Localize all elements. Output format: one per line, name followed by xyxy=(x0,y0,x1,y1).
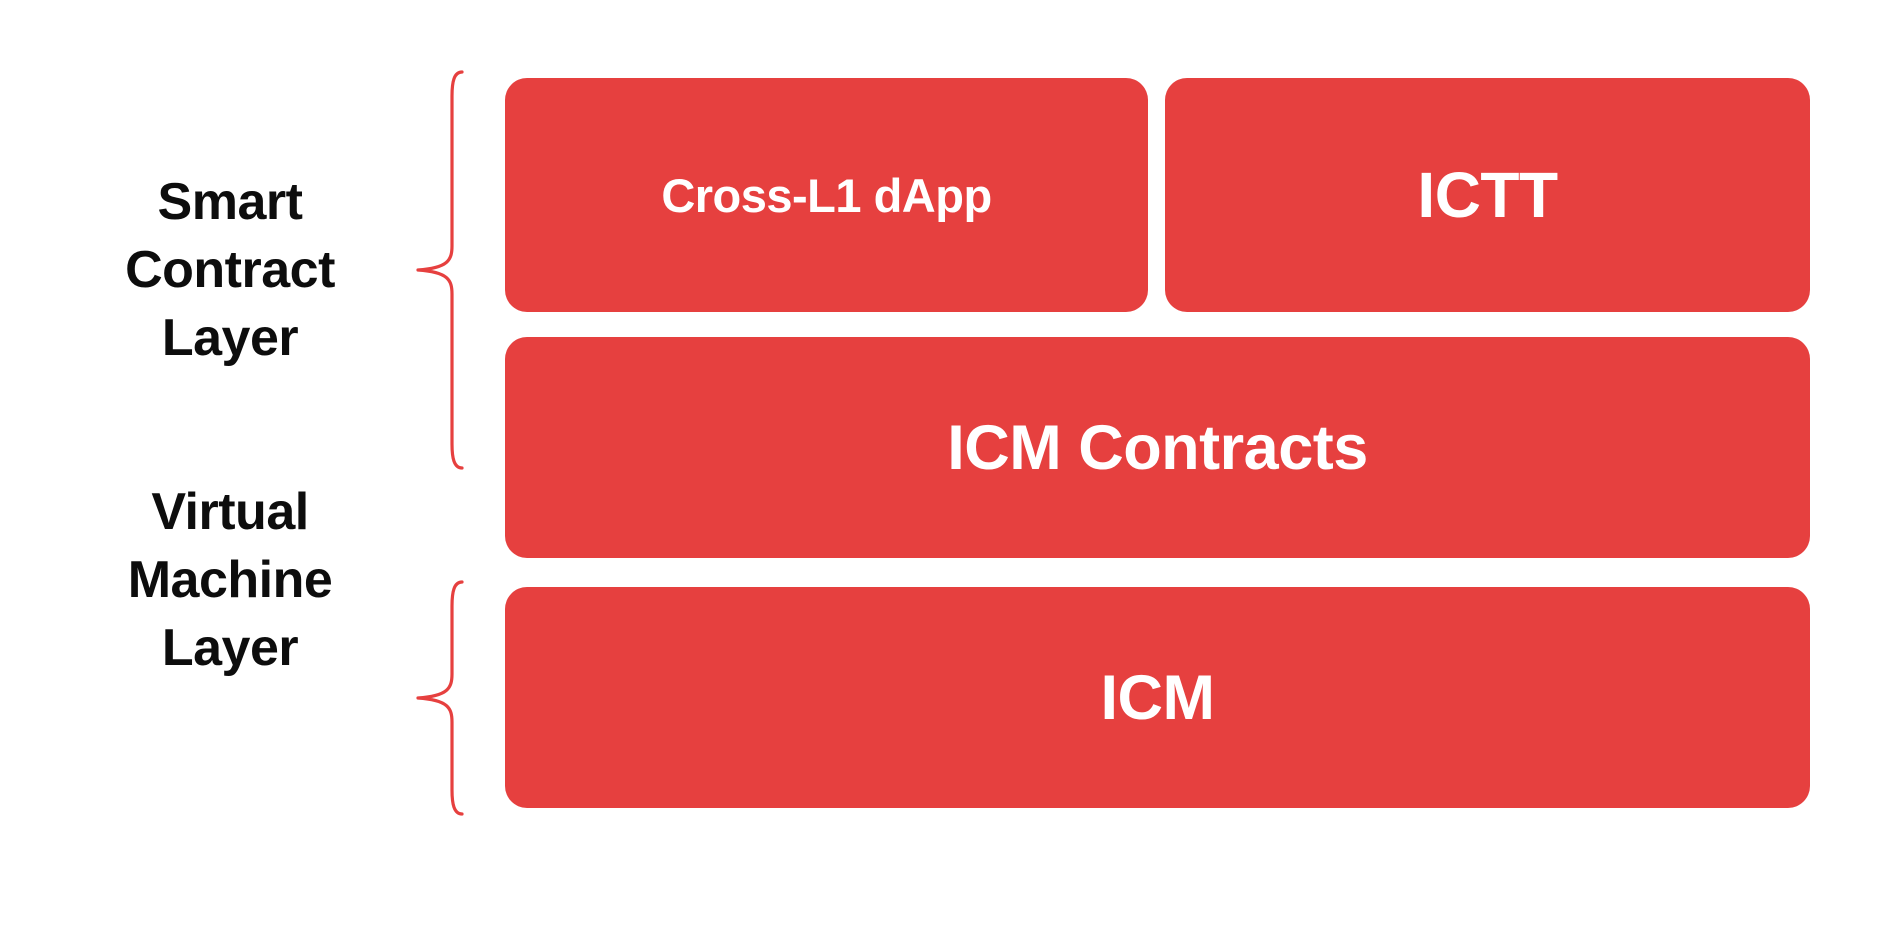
component-box-label: Cross-L1 dApp xyxy=(661,168,992,222)
layer-label-smart-contract: Smart Contract Layer xyxy=(125,173,335,367)
component-box-cross-l1-dapp[interactable]: Cross-L1 dApp xyxy=(505,78,1148,312)
component-box-icm[interactable]: ICM xyxy=(505,587,1810,808)
component-box-label: ICTT xyxy=(1417,159,1558,231)
component-box-ictt[interactable]: ICTT xyxy=(1165,78,1810,312)
layer-label-virtual-machine: Virtual Machine Layer xyxy=(127,483,333,677)
curly-brace-smart-contract-icon xyxy=(416,70,464,470)
curly-brace-virtual-machine-icon xyxy=(416,580,464,816)
component-box-icm-contracts[interactable]: ICM Contracts xyxy=(505,337,1810,558)
component-box-label: ICM xyxy=(1100,662,1215,733)
component-box-label: ICM Contracts xyxy=(947,412,1368,483)
